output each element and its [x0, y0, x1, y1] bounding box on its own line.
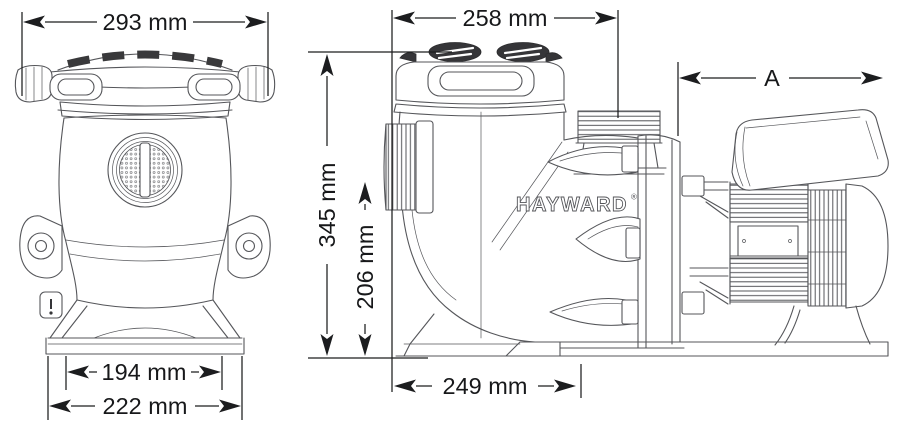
side-inlet-union: [383, 120, 434, 214]
side-view-drawing: HAYWARD ®: [383, 42, 889, 357]
dim-front-inner-base-width: 194 mm: [65, 356, 223, 390]
dim-front-top-width: 293 mm: [21, 8, 269, 96]
front-view-drawing: [14, 50, 276, 355]
dim-inlet-height: 206 mm: [351, 182, 379, 356]
brand: HAYWARD ®: [516, 193, 637, 217]
side-base: [395, 341, 889, 357]
brand-label: HAYWARD: [516, 194, 628, 216]
dim-motor-length: A: [677, 62, 883, 136]
motor-junction-box: [731, 109, 889, 191]
dim-258-label: 258 mm: [463, 5, 548, 31]
front-body: [57, 101, 233, 309]
dim-222-label: 222 mm: [103, 393, 188, 419]
dim-side-top-width: 258 mm: [391, 4, 619, 392]
dim-side-base-length: 249 mm: [394, 364, 582, 400]
front-lid: [14, 50, 276, 103]
dim-front-outer-base-width: 222 mm: [47, 356, 243, 420]
front-base: [45, 299, 245, 355]
side-lid: [393, 42, 567, 117]
side-motor: [729, 109, 889, 346]
dim-206-label: 206 mm: [352, 225, 378, 310]
front-drain-plug: [39, 291, 63, 319]
front-side-unions: [19, 215, 271, 279]
dim-293-label: 293 mm: [103, 9, 188, 35]
dim-249-label: 249 mm: [443, 373, 528, 399]
dimensions: 293 mm 258 mm A 345 mm: [21, 4, 883, 420]
dim-A-label: A: [764, 65, 780, 91]
front-sight-glass: [107, 132, 183, 208]
lid-grip-segments: [67, 50, 223, 68]
side-strainer-body: [397, 111, 565, 357]
side-motor-bracket: [681, 175, 729, 315]
dim-overall-height: 345 mm: [308, 51, 452, 359]
brand-mark: ®: [631, 193, 637, 202]
dim-345-label: 345 mm: [314, 163, 340, 248]
side-volute: HAYWARD ®: [491, 134, 685, 349]
dim-194-label: 194 mm: [102, 359, 187, 385]
